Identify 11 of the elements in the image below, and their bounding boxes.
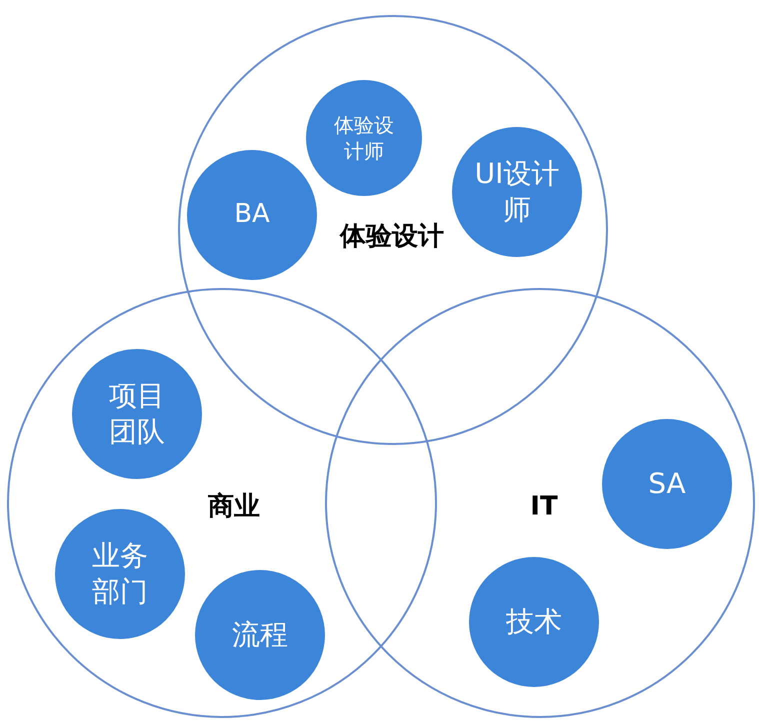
role-label: 业务部门: [91, 538, 149, 610]
role-label: SA: [647, 466, 687, 502]
role-label: 项目团队: [108, 378, 166, 450]
role-label: BA: [233, 198, 271, 232]
role-label: 体验设计师: [333, 112, 395, 164]
role-label: UI设计师: [474, 156, 560, 228]
group-label: IT: [530, 490, 558, 524]
group-label: 商业: [208, 490, 260, 524]
role-label: 流程: [231, 616, 289, 653]
group-label: 体验设计: [340, 220, 444, 254]
role-label: 技术: [505, 604, 563, 640]
